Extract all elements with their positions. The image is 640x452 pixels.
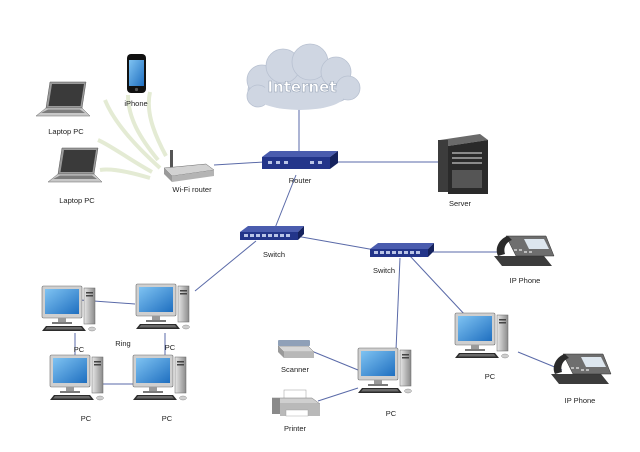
cloud-label: Internet <box>267 78 336 96</box>
wifi-router-icon <box>163 150 215 182</box>
pc-ring-2: PC <box>135 283 190 352</box>
laptop-icon <box>35 81 91 117</box>
router-icon <box>262 151 338 169</box>
pc-icon <box>41 285 96 332</box>
server-label: Server <box>449 199 472 208</box>
laptop-1-label: Laptop PC <box>48 127 84 136</box>
pc-right-label: PC <box>485 372 496 381</box>
printer: Printer <box>271 389 321 433</box>
pc-center: PC <box>357 347 412 418</box>
scanner: Scanner <box>277 340 315 374</box>
iphone-icon <box>127 54 146 93</box>
scanner-icon <box>277 340 315 358</box>
router: Router <box>262 151 338 185</box>
laptop-2: Laptop PC <box>47 147 103 205</box>
wifi-router-label: Wi-Fi router <box>172 185 212 194</box>
wifi-waves <box>97 91 168 180</box>
pc-ring-1: PC <box>41 285 96 354</box>
pc-ring-3: PC <box>49 354 104 423</box>
pc-ring-2-label: PC <box>165 343 176 352</box>
pc-ring-1-label: PC <box>74 345 85 354</box>
printer-label: Printer <box>284 424 307 433</box>
pc-ring-4: PC <box>132 354 187 423</box>
switch-left-label: Switch <box>263 250 285 259</box>
ip-phone-1-label: IP Phone <box>510 276 541 285</box>
laptop-2-label: Laptop PC <box>59 196 95 205</box>
router-label: Router <box>289 176 312 185</box>
pc-center-label: PC <box>386 409 397 418</box>
pc-icon <box>49 354 104 401</box>
laptop-1: Laptop PC <box>35 81 91 136</box>
scanner-label: Scanner <box>281 365 309 374</box>
switch-right-label: Switch <box>373 266 395 275</box>
ring-label: Ring <box>115 339 130 348</box>
switch-icon <box>370 243 434 257</box>
laptop-icon <box>47 147 103 183</box>
iphone-label: iPhone <box>124 99 147 108</box>
ip-phone-1: IP Phone <box>493 235 555 285</box>
wifi-router: Wi-Fi router <box>163 150 215 194</box>
pc-ring-3-label: PC <box>81 414 92 423</box>
ip-phone-icon <box>550 353 612 385</box>
switch-left: Switch <box>240 226 304 259</box>
pc-right: PC <box>454 312 509 381</box>
printer-icon <box>271 389 321 417</box>
switch-icon <box>240 226 304 240</box>
pc-ring-4-label: PC <box>162 414 173 423</box>
pc-icon <box>454 312 509 359</box>
ip-phone-2: IP Phone <box>550 353 612 405</box>
connections <box>74 109 563 402</box>
pc-icon <box>135 283 190 330</box>
pc-icon <box>132 354 187 401</box>
iphone-device: iPhone <box>124 54 148 108</box>
cloud-icon <box>246 43 361 110</box>
ip-phone-2-label: IP Phone <box>565 396 596 405</box>
server: Server <box>438 134 488 208</box>
pc-icon <box>357 347 412 394</box>
ip-phone-icon <box>493 235 555 267</box>
internet-cloud: Internet <box>246 43 361 110</box>
server-icon <box>438 134 488 194</box>
switch-right: Switch <box>370 243 434 275</box>
